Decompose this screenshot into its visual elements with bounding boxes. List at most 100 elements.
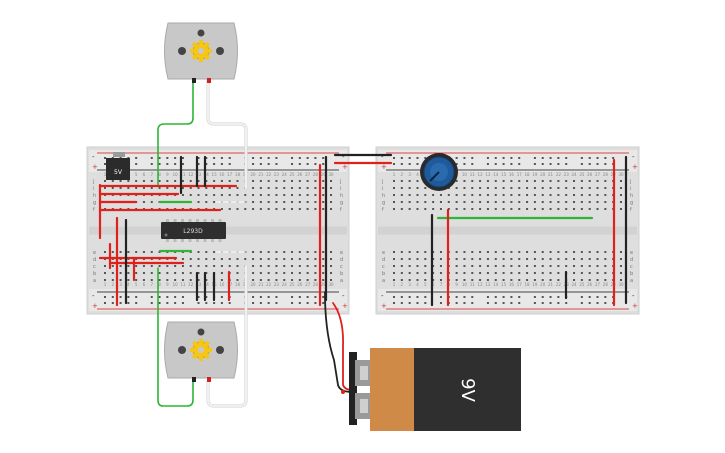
- power-rail-top: [89, 150, 347, 172]
- rail-hole: [455, 157, 458, 159]
- row-letter: a: [630, 278, 633, 284]
- rail-hole: [150, 157, 153, 159]
- motor-gear-tooth: [191, 340, 198, 347]
- terminal-hole: [104, 251, 106, 253]
- terminal-hole: [306, 187, 309, 189]
- rail-hole: [259, 296, 262, 298]
- rail-minus-label: -: [92, 153, 95, 161]
- row-letter: b: [93, 271, 96, 277]
- row-letter: d: [340, 257, 343, 263]
- motor-mount-hole: [216, 346, 224, 354]
- terminal-hole: [502, 194, 505, 196]
- rail-hole: [220, 302, 223, 304]
- terminal-hole: [205, 251, 208, 253]
- column-number: 4: [127, 282, 130, 287]
- terminal-hole: [549, 251, 552, 253]
- terminal-hole: [580, 279, 583, 281]
- terminal-hole: [322, 187, 325, 189]
- column-number: 28: [313, 282, 319, 287]
- battery-black-lead: [324, 291, 353, 393]
- rail-hole: [181, 302, 184, 304]
- terminal-hole: [486, 208, 489, 210]
- rail-hole: [596, 296, 599, 298]
- rail-hole: [259, 163, 262, 165]
- column-number: 10: [173, 282, 179, 287]
- terminal-hole: [518, 279, 521, 281]
- terminal-hole: [408, 279, 411, 281]
- battery-cap: [370, 348, 416, 431]
- rail-hole: [298, 302, 301, 304]
- column-number: 15: [212, 172, 218, 177]
- terminal-hole: [314, 251, 317, 253]
- column-number: 6: [432, 282, 435, 287]
- terminal-hole: [174, 180, 177, 182]
- terminal-hole: [502, 180, 505, 182]
- row-letter: g: [382, 200, 385, 206]
- rail-hole: [533, 157, 536, 159]
- terminal-hole: [298, 279, 301, 281]
- terminal-hole: [119, 180, 122, 182]
- terminal-hole: [267, 265, 270, 267]
- terminal-hole: [486, 279, 489, 281]
- rail-hole: [267, 163, 270, 165]
- terminal-hole: [479, 180, 482, 182]
- terminal-hole: [486, 251, 489, 253]
- terminal-hole: [620, 272, 622, 274]
- column-number: 7: [150, 172, 153, 177]
- terminal-hole: [604, 279, 607, 281]
- row-letter: a: [382, 278, 385, 284]
- rail-hole: [612, 157, 615, 159]
- dc-motor-bottom[interactable]: [164, 321, 238, 382]
- terminal-hole: [104, 265, 106, 267]
- terminal-hole: [393, 208, 395, 210]
- terminal-hole: [252, 251, 255, 253]
- column-number: 12: [478, 282, 484, 287]
- terminal-hole: [252, 279, 255, 281]
- terminal-hole: [283, 251, 286, 253]
- column-number: 9: [166, 172, 169, 177]
- dc-motor-top[interactable]: [164, 22, 238, 83]
- terminal-hole: [298, 187, 301, 189]
- battery-9v[interactable]: 9V: [341, 348, 521, 431]
- motor-mount-hole: [197, 29, 205, 37]
- column-number: 18: [235, 172, 241, 177]
- rail-hole: [604, 302, 607, 304]
- terminal-hole: [620, 208, 622, 210]
- rail-hole: [259, 302, 262, 304]
- voltage-regulator[interactable]: 5V: [106, 152, 130, 180]
- rail-hole: [158, 163, 161, 165]
- row-letter: a: [340, 278, 343, 284]
- l293d-driver-ic[interactable]: L293D: [161, 219, 226, 242]
- rail-hole: [166, 163, 169, 165]
- rail-hole: [565, 157, 568, 159]
- terminal-hole: [533, 180, 536, 182]
- terminal-hole: [463, 180, 466, 182]
- column-number: 23: [564, 172, 570, 177]
- terminal-hole: [518, 208, 521, 210]
- terminal-hole: [400, 251, 403, 253]
- terminal-hole: [135, 251, 138, 253]
- terminal-hole: [604, 265, 607, 267]
- terminal-hole: [259, 187, 262, 189]
- rail-hole: [306, 302, 309, 304]
- terminal-hole: [400, 194, 403, 196]
- terminal-hole: [158, 279, 161, 281]
- column-number: 12: [188, 282, 194, 287]
- potentiometer[interactable]: [420, 153, 458, 191]
- terminal-hole: [228, 187, 231, 189]
- column-number: 7: [440, 282, 443, 287]
- column-number: 16: [509, 282, 515, 287]
- rail-hole: [408, 302, 411, 304]
- terminal-hole: [142, 265, 145, 267]
- rail-hole: [416, 157, 419, 159]
- terminal-hole: [416, 272, 419, 274]
- rail-plus-label: +: [92, 302, 98, 310]
- rail-hole: [596, 302, 599, 304]
- terminal-hole: [596, 187, 599, 189]
- terminal-hole: [330, 251, 332, 253]
- terminal-hole: [400, 279, 403, 281]
- rail-hole: [588, 302, 591, 304]
- terminal-hole: [189, 194, 192, 196]
- terminal-hole: [604, 201, 607, 203]
- terminal-hole: [259, 279, 262, 281]
